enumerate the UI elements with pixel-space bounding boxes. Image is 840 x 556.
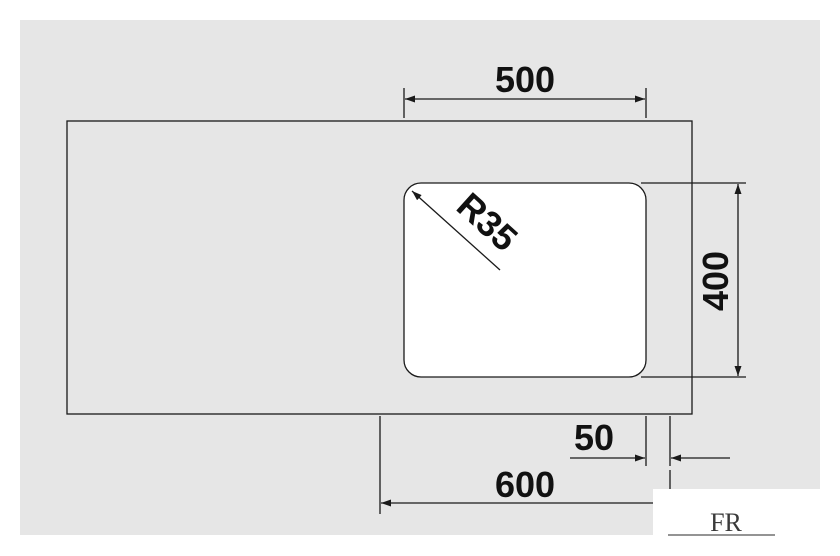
dimension-bowl-height xyxy=(641,182,746,378)
logo-badge: FR xyxy=(653,489,820,537)
label-bowl-width: 500 xyxy=(495,59,555,100)
logo-background xyxy=(653,489,820,537)
sink-bowl xyxy=(403,182,647,378)
radius-leader-line xyxy=(411,190,501,271)
label-cabinet-width: 600 xyxy=(495,464,555,505)
label-bowl-height: 400 xyxy=(695,251,736,311)
dimension-bowl-width xyxy=(403,88,647,118)
monogram-logo-icon: FR xyxy=(710,508,742,537)
label-offset: 50 xyxy=(574,417,614,458)
dimension-offset xyxy=(570,416,730,466)
